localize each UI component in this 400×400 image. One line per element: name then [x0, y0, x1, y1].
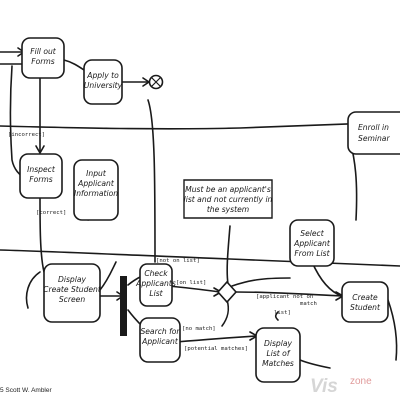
svg-text:Must be an applicant's: Must be an applicant's — [185, 185, 271, 194]
activity-display-create-student-screen: Display Create Student Screen — [43, 263, 102, 323]
activity-search-for-applicant: Search for Applicant — [139, 317, 181, 363]
activity-enroll-in-seminar: Enroll in Seminar — [347, 111, 400, 155]
svg-text:Screen: Screen — [59, 295, 85, 304]
guard-applicant-not-on-match-list-2: match — [300, 301, 317, 307]
guard-applicant-not-on-match-list-1: [applicant not on — [256, 294, 313, 300]
svg-text:Check: Check — [144, 269, 168, 278]
guard-potential-matches: [potential matches] — [184, 346, 248, 352]
svg-text:the system: the system — [207, 205, 249, 214]
svg-text:Information: Information — [74, 189, 118, 198]
constraint-note: Must be an applicant's list and not curr… — [183, 179, 273, 219]
final-node — [148, 74, 164, 90]
svg-text:Matches: Matches — [262, 359, 294, 368]
copyright-credit: 5 Scott W. Ambler — [0, 387, 52, 394]
activity-input-applicant-information: Input Applicant Information — [73, 159, 119, 221]
svg-text:Enroll in: Enroll in — [358, 123, 389, 132]
activity-create-student: Create Student — [341, 281, 389, 323]
activity-select-applicant-from-list: Select Applicant From List — [289, 219, 335, 267]
guard-correct: [correct] — [36, 210, 66, 216]
svg-text:Display: Display — [58, 275, 86, 284]
fork-bar — [120, 276, 127, 336]
decision-diamond — [216, 280, 238, 304]
svg-text:Applicant: Applicant — [77, 179, 115, 188]
svg-text:List: List — [149, 289, 163, 298]
svg-text:list and not currently in: list and not currently in — [184, 195, 273, 204]
svg-text:Forms: Forms — [29, 175, 53, 184]
svg-text:Seminar: Seminar — [358, 134, 390, 143]
svg-text:From List: From List — [294, 249, 330, 258]
svg-text:Create Student: Create Student — [43, 285, 102, 294]
guard-on-list: [on list] — [176, 280, 206, 286]
svg-text:University: University — [84, 81, 123, 90]
guard-not-on-list: [not on list] — [156, 258, 200, 264]
guard-no-match: [no match] — [182, 326, 216, 332]
svg-text:Applicant: Applicant — [293, 239, 331, 248]
swimlane-divider-bottom — [0, 249, 400, 267]
svg-text:Select: Select — [300, 229, 324, 238]
guard-applicant-not-on-match-list-3: list] — [274, 310, 291, 316]
svg-text:Search for: Search for — [140, 327, 180, 336]
svg-text:Display: Display — [264, 339, 292, 348]
activity-display-list-of-matches: Display List of Matches — [255, 327, 301, 383]
svg-text:Fill out: Fill out — [30, 47, 57, 56]
swimlane-divider-top — [0, 121, 400, 130]
svg-text:Inspect: Inspect — [27, 165, 56, 174]
watermark-main: Vis — [310, 376, 338, 397]
activity-inspect-forms: Inspect Forms — [19, 153, 63, 199]
watermark-sub: zone — [350, 376, 372, 387]
svg-text:Apply to: Apply to — [86, 71, 119, 80]
guard-incorrect: [incorrect] — [8, 132, 45, 138]
activity-check-applicants-list: Check Applicants List — [135, 263, 176, 307]
activity-apply-to-university: Apply to University — [83, 59, 123, 105]
svg-text:Create: Create — [352, 293, 378, 302]
svg-text:Student: Student — [350, 303, 381, 312]
svg-text:Forms: Forms — [31, 57, 55, 66]
activity-fill-out-forms: Fill out Forms — [21, 37, 65, 79]
svg-text:Input: Input — [86, 169, 107, 178]
svg-text:Applicants: Applicants — [135, 279, 176, 288]
svg-text:Applicant: Applicant — [141, 337, 179, 346]
svg-text:List of: List of — [266, 349, 290, 358]
